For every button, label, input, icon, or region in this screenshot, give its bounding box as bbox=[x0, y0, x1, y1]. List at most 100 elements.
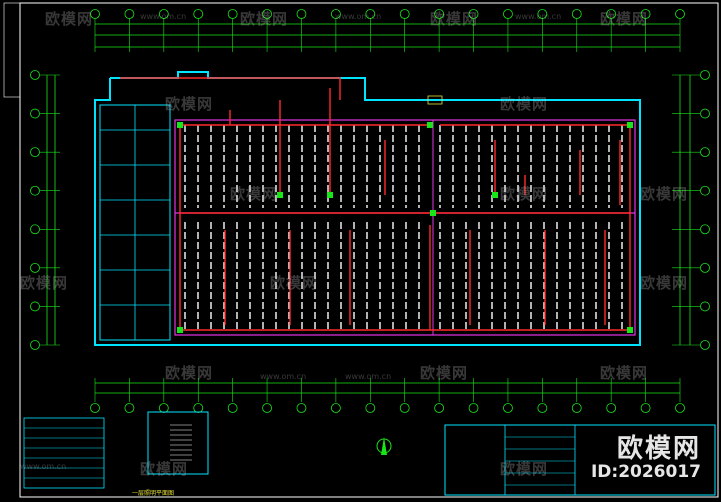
watermark-url: www.om.cn bbox=[515, 12, 562, 21]
column-axis-bubble-bottom bbox=[537, 403, 548, 413]
column-axis-bubble-top bbox=[365, 9, 376, 19]
row-axis-bubble-left bbox=[30, 70, 40, 80]
distribution-box bbox=[427, 122, 433, 128]
distribution-box bbox=[277, 192, 283, 198]
column-axis-bubble-top bbox=[158, 9, 169, 19]
column-axis-bubble-top bbox=[124, 9, 135, 19]
column-axis-bubble-bottom bbox=[330, 403, 341, 413]
watermark-url: www.om.cn bbox=[260, 372, 307, 381]
column-axis-bubble-bottom bbox=[675, 403, 685, 413]
watermark-text: 欧模网 bbox=[640, 274, 689, 292]
column-axis-bubble-top bbox=[606, 9, 617, 19]
column-axis-bubble-top bbox=[571, 9, 582, 19]
column-axis-bubble-top bbox=[640, 9, 651, 19]
column-axis-bubble-bottom bbox=[227, 403, 238, 413]
watermark-text: 欧模网 bbox=[165, 364, 214, 382]
column-axis-bubble-bottom bbox=[296, 403, 307, 413]
stair-detail-layer bbox=[23, 411, 209, 489]
watermark-text: 欧模网 bbox=[500, 185, 549, 203]
lighting-fixtures-layer bbox=[184, 125, 623, 330]
column-axis-bubble-top bbox=[262, 9, 272, 19]
column-axis-bubble-top bbox=[503, 9, 513, 19]
drawing-title: 一层照明平面图 bbox=[132, 490, 175, 497]
row-axis-bubble-left bbox=[30, 262, 40, 273]
column-axis-bubble-top bbox=[399, 9, 410, 19]
row-axis-bubble-right bbox=[700, 70, 710, 80]
watermark-text: 欧模网 bbox=[500, 460, 549, 478]
watermark-url: www.om.cn bbox=[140, 12, 187, 21]
column-axis-bubble-bottom bbox=[365, 403, 376, 413]
corner-id: ID:2026017 bbox=[590, 462, 701, 482]
column-axis-bubble-bottom bbox=[262, 403, 272, 413]
column-axis-bubble-bottom bbox=[90, 403, 100, 413]
watermark-text: 欧模网 bbox=[640, 185, 689, 203]
title-block-layer bbox=[444, 424, 716, 496]
column-axis-bubble-top bbox=[193, 9, 204, 19]
production-zone-outline bbox=[174, 119, 636, 336]
row-axis-bubble-right bbox=[700, 108, 710, 119]
column-axis-bubble-top bbox=[468, 9, 479, 19]
axis-grid-layer bbox=[30, 9, 710, 413]
watermark-text: 欧模网 bbox=[165, 95, 214, 113]
row-axis-bubble-right bbox=[700, 224, 710, 235]
watermark-url: www.om.cn bbox=[345, 372, 392, 381]
power-circuit-layer bbox=[120, 77, 633, 333]
distribution-box bbox=[627, 122, 633, 128]
watermark-text: 欧模网 bbox=[600, 364, 649, 382]
column-axis-bubble-bottom bbox=[399, 403, 410, 413]
column-axis-bubble-bottom bbox=[571, 403, 582, 413]
column-axis-bubble-top bbox=[227, 9, 238, 19]
row-axis-bubble-left bbox=[30, 224, 40, 235]
column-axis-bubble-bottom bbox=[606, 403, 617, 413]
exterior-wall bbox=[94, 71, 641, 346]
watermark-text: 欧模网 bbox=[420, 364, 469, 382]
row-axis-bubble-left bbox=[30, 340, 40, 350]
distribution-box bbox=[177, 122, 183, 128]
column-axis-bubble-bottom bbox=[124, 403, 135, 413]
watermark-url: www.om.cn bbox=[20, 462, 67, 471]
distribution-box bbox=[177, 327, 183, 333]
column-axis-bubble-top bbox=[434, 9, 445, 19]
drawing-border bbox=[19, 2, 719, 498]
row-axis-bubble-left bbox=[30, 301, 40, 312]
row-axis-bubble-right bbox=[700, 147, 710, 158]
entrance-canopy bbox=[427, 95, 443, 105]
left-stamp-box bbox=[3, 2, 21, 98]
watermark-text: 欧模网 bbox=[500, 95, 549, 113]
watermark-text: 欧模网 bbox=[140, 460, 189, 478]
column-axis-bubble-top bbox=[675, 9, 685, 19]
distribution-box bbox=[430, 210, 436, 216]
north-arrow-icon bbox=[376, 437, 392, 455]
stair-detail-frame bbox=[147, 411, 209, 475]
watermark-text: 欧模网 bbox=[430, 10, 479, 28]
row-axis-bubble-left bbox=[30, 108, 40, 119]
watermark-text: 欧模网 bbox=[20, 274, 69, 292]
column-axis-bubble-bottom bbox=[503, 403, 513, 413]
row-axis-bubble-right bbox=[700, 340, 710, 350]
column-axis-bubble-top bbox=[296, 9, 307, 19]
column-axis-bubble-top bbox=[537, 9, 548, 19]
watermark-text: 欧模网 bbox=[600, 10, 649, 28]
distribution-box bbox=[327, 192, 333, 198]
row-axis-bubble-right bbox=[700, 301, 710, 312]
column-axis-bubble-bottom bbox=[640, 403, 651, 413]
column-axis-bubble-bottom bbox=[468, 403, 479, 413]
column-axis-bubble-bottom bbox=[434, 403, 445, 413]
distribution-box bbox=[627, 327, 633, 333]
row-axis-bubble-left bbox=[30, 147, 40, 158]
corner-logo: 欧模网 bbox=[616, 434, 701, 464]
title-block-frame bbox=[444, 424, 716, 496]
row-axis-bubble-right bbox=[700, 185, 710, 196]
watermark-text: 欧模网 bbox=[270, 274, 319, 292]
row-axis-bubble-right bbox=[700, 262, 710, 273]
watermark-text: 欧模网 bbox=[240, 10, 289, 28]
watermark-url: www.om.cn bbox=[335, 12, 382, 21]
column-axis-bubble-top bbox=[330, 9, 341, 19]
watermark-text: 欧模网 bbox=[230, 185, 279, 203]
power-circuit-run bbox=[120, 77, 341, 100]
building-plan-layer bbox=[94, 71, 641, 346]
distribution-box bbox=[492, 192, 498, 198]
row-axis-bubble-left bbox=[30, 185, 40, 196]
